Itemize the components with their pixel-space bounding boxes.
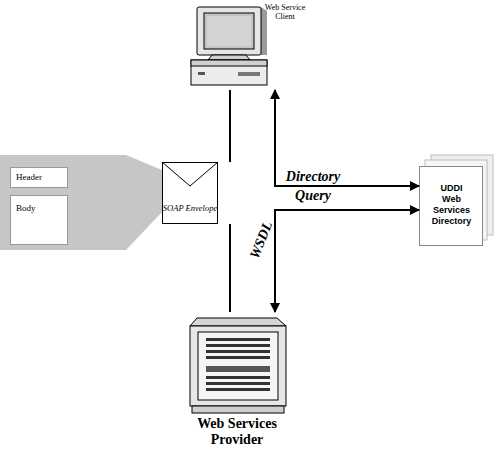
- connector-line: [229, 224, 231, 312]
- drive-slot: [238, 72, 260, 76]
- server-vent: [206, 338, 270, 341]
- node-label: Web Services Provider: [182, 416, 292, 448]
- server-vent: [206, 350, 270, 353]
- server-panel: [198, 332, 278, 400]
- connector-line: [229, 90, 231, 162]
- node-label: Web Service Client: [262, 3, 308, 21]
- envelope-flap: [162, 162, 218, 186]
- server-base: [192, 406, 284, 413]
- screen-glare: [207, 16, 251, 46]
- server-vent: [206, 356, 270, 359]
- server-provider: Web Services Provider: [188, 312, 286, 412]
- node-label: Header: [16, 172, 42, 183]
- node-label: UDDI Web Services Directory: [431, 183, 472, 227]
- connector-label: WSDL: [245, 218, 277, 261]
- server-drive: [206, 366, 270, 372]
- server-top: [190, 318, 286, 326]
- node-label: Body: [16, 203, 36, 214]
- header-box: Header: [10, 167, 68, 188]
- monitor-case: [197, 7, 261, 55]
- body-box: Body: [10, 195, 68, 245]
- monitor-shadow: [261, 7, 267, 55]
- node-label: SOAP Envelope: [157, 203, 223, 213]
- server-vent: [206, 388, 270, 391]
- server-vent: [206, 344, 270, 347]
- server-vent: [206, 382, 270, 385]
- monitor-screen: [204, 13, 254, 49]
- base-top: [191, 60, 267, 66]
- directory-stack: UDDI Web Services Directory: [419, 166, 483, 246]
- power-button: [198, 72, 205, 75]
- computer-base: [191, 60, 267, 85]
- soap-envelope: SOAP Envelope: [162, 162, 218, 224]
- server-body: [190, 326, 286, 406]
- client-computer: Web Service Client: [186, 4, 278, 90]
- callout-shape: [0, 155, 162, 250]
- server-vent: [206, 376, 270, 379]
- monitor-stand: [208, 55, 250, 60]
- connector-label: Directory Query: [278, 167, 348, 205]
- connector-line: [275, 210, 419, 312]
